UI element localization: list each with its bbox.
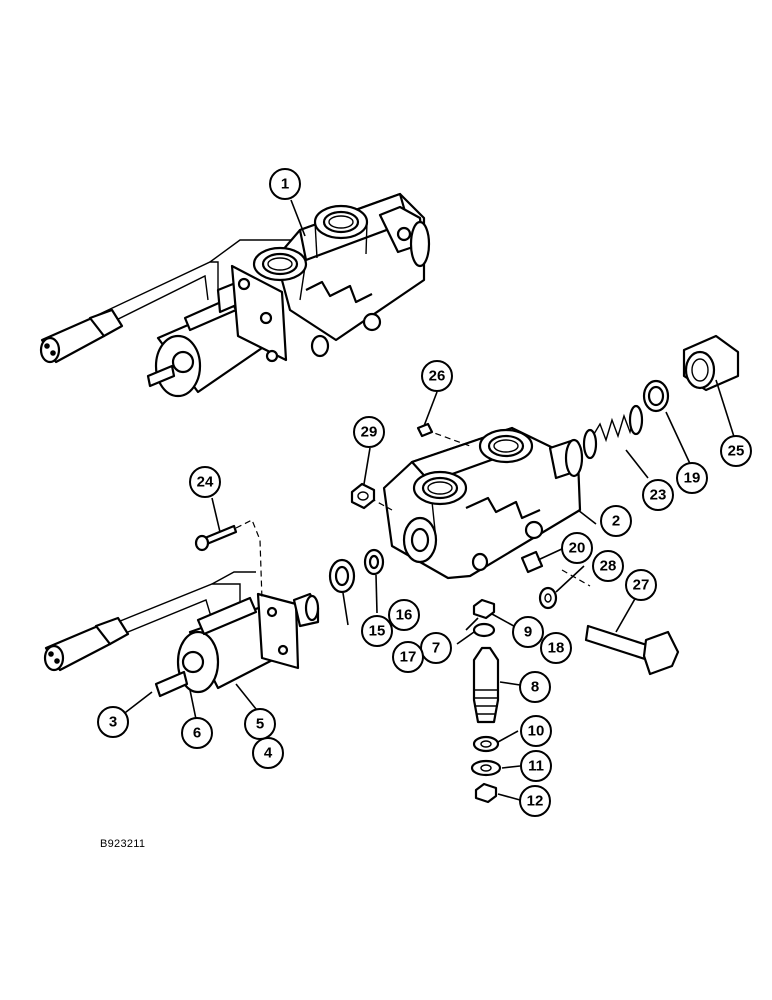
- valve-assembly: [39, 192, 431, 398]
- plug-20: [520, 550, 544, 574]
- svg-text:16: 16: [396, 607, 413, 624]
- callout-8: 8: [519, 671, 551, 703]
- fitting-25: [682, 334, 740, 392]
- port-lower: [252, 246, 308, 282]
- svg-text:27: 27: [633, 577, 650, 594]
- plug-26: [416, 422, 434, 438]
- leader-lines: [112, 199, 737, 801]
- callout-10: 10: [520, 715, 552, 747]
- svg-text:26: 26: [429, 368, 446, 385]
- svg-text:20: 20: [569, 540, 586, 557]
- nut-12: [474, 782, 498, 804]
- stem-8: [472, 646, 500, 724]
- nut-9: [472, 598, 496, 620]
- washer-11: [470, 759, 502, 777]
- bolt-27: [584, 624, 680, 676]
- svg-text:3: 3: [109, 714, 117, 731]
- solenoid-exploded: [43, 519, 320, 698]
- svg-text:24: 24: [197, 474, 214, 491]
- svg-text:17: 17: [400, 649, 417, 666]
- svg-text:11: 11: [528, 758, 544, 775]
- callout-15: 15: [361, 615, 393, 647]
- svg-text:15: 15: [369, 623, 386, 640]
- callout-29: 29: [353, 416, 385, 448]
- svg-text:5: 5: [256, 716, 264, 733]
- svg-text:9: 9: [524, 624, 532, 641]
- callout-20: 20: [561, 532, 593, 564]
- washer-15: [328, 558, 356, 594]
- svg-text:29: 29: [361, 424, 378, 441]
- washer-7: [472, 622, 496, 638]
- callout-6: 6: [181, 717, 213, 749]
- callout-3: 3: [97, 706, 129, 738]
- washer-10: [472, 735, 500, 753]
- callout-27: 27: [625, 569, 657, 601]
- svg-text:7: 7: [432, 640, 440, 657]
- svg-text:4: 4: [264, 745, 273, 762]
- svg-text:19: 19: [684, 470, 701, 487]
- callout-23: 23: [642, 479, 674, 511]
- svg-text:28: 28: [600, 558, 617, 575]
- valve-body-exploded: [369, 426, 591, 587]
- port-upper-exploded: [478, 428, 534, 464]
- washer-28: [538, 586, 558, 610]
- callout-4: 4: [252, 737, 284, 769]
- svg-text:18: 18: [548, 640, 565, 657]
- coil-flange: [256, 592, 300, 670]
- svg-text:2: 2: [612, 513, 620, 530]
- svg-text:25: 25: [728, 443, 745, 460]
- svg-text:8: 8: [531, 679, 539, 696]
- port-upper: [313, 204, 369, 259]
- callout-7: 7: [420, 632, 452, 664]
- callout-25: 25: [720, 435, 752, 467]
- callout-11: 11: [520, 750, 552, 782]
- callout-19: 19: [676, 462, 708, 494]
- svg-text:1: 1: [281, 176, 289, 193]
- callout-16: 16: [388, 599, 420, 631]
- callout-26: 26: [421, 360, 453, 392]
- callout-17: 17: [392, 641, 424, 673]
- svg-text:12: 12: [527, 793, 544, 810]
- connector-plug: [39, 308, 124, 364]
- callout-1: 1: [269, 168, 301, 200]
- port-lower-exploded: [412, 470, 468, 506]
- callout-9: 9: [512, 616, 544, 648]
- coil-stem: [292, 592, 320, 628]
- nut-29: [350, 482, 376, 510]
- spring-23: [582, 404, 644, 460]
- callout-5: 5: [244, 708, 276, 740]
- ring-19: [642, 379, 670, 413]
- connector-plug-exploded: [43, 616, 130, 672]
- svg-text:6: 6: [193, 725, 201, 742]
- figure-id-label: B923211: [100, 838, 146, 850]
- washer-16: [363, 548, 385, 576]
- svg-text:10: 10: [528, 723, 545, 740]
- callout-2: 2: [600, 505, 632, 537]
- svg-text:23: 23: [650, 487, 667, 504]
- screw-24: [194, 524, 238, 552]
- callout-12: 12: [519, 785, 551, 817]
- callout-18: 18: [540, 632, 572, 664]
- mounting-flange: [230, 264, 288, 363]
- callout-28: 28: [592, 550, 624, 582]
- callout-24: 24: [189, 466, 221, 498]
